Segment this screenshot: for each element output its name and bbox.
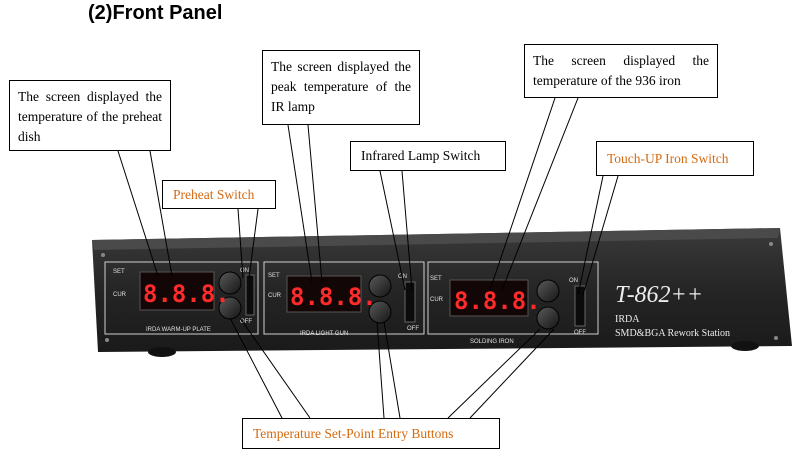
callout-peak-screen: The screen displayed the peak temperatur… — [262, 50, 420, 125]
set-indicator-2: SET — [268, 273, 280, 279]
led-readout-warmup: 8.8.8. — [143, 280, 230, 308]
page-title: (2)Front Panel — [88, 2, 223, 24]
led-readout-lightgun: 8.8.8. — [290, 283, 377, 311]
display-lightgun — [286, 275, 362, 313]
station-body — [92, 228, 792, 352]
cur-indicator-3: CUR — [430, 297, 444, 303]
callout-touchup-switch: Touch-UP Iron Switch — [596, 141, 754, 176]
set-button-lightgun-2 — [368, 300, 392, 324]
brand-subtitle-2: SMD&BGA Rework Station — [615, 328, 730, 339]
section-label-lightgun: IRDA LIGHT GUN — [300, 331, 348, 337]
off-label-2: OFF — [407, 326, 419, 332]
cur-indicator-1: CUR — [113, 292, 127, 298]
rocker-lightgun — [404, 281, 416, 323]
set-button-lightgun — [368, 274, 392, 298]
callout-preheat-screen: The screen displayed the temperature of … — [9, 80, 171, 151]
off-label-1: OFF — [240, 319, 252, 325]
station-top-edge — [92, 228, 780, 250]
display-warmup — [139, 271, 215, 311]
foot-right — [731, 341, 759, 351]
led-readout-iron: 8.8.8. — [454, 287, 541, 315]
callout-preheat-switch: Preheat Switch — [162, 180, 276, 209]
section-frame-warmup — [104, 261, 259, 335]
section-label-iron: SOLDING IRON — [470, 339, 514, 345]
set-button-iron — [536, 279, 560, 303]
off-label-3: OFF — [574, 330, 586, 336]
callout-infrared-switch: Infrared Lamp Switch — [350, 141, 506, 171]
section-label-warmup: IRDA WARM-UP PLATE — [146, 327, 211, 333]
display-iron — [449, 279, 529, 317]
on-label-1: ON — [240, 268, 249, 274]
set-button-iron-2 — [536, 306, 560, 330]
brand-subtitle-1: IRDA — [615, 314, 640, 325]
cur-indicator-2: CUR — [268, 293, 282, 299]
brand-logo: T-862++ — [615, 282, 703, 308]
set-indicator-3: SET — [430, 276, 442, 282]
foot-left — [148, 347, 176, 357]
callout-iron-screen: The screen displayed the temperature of … — [524, 44, 718, 98]
section-frame-lightgun — [263, 261, 425, 335]
set-indicator-1: SET — [113, 269, 125, 275]
set-button-warmup — [218, 271, 242, 295]
on-label-3: ON — [569, 278, 578, 284]
callout-setpoint-buttons: Temperature Set-Point Entry Buttons — [242, 418, 500, 449]
rocker-warmup — [245, 274, 255, 316]
